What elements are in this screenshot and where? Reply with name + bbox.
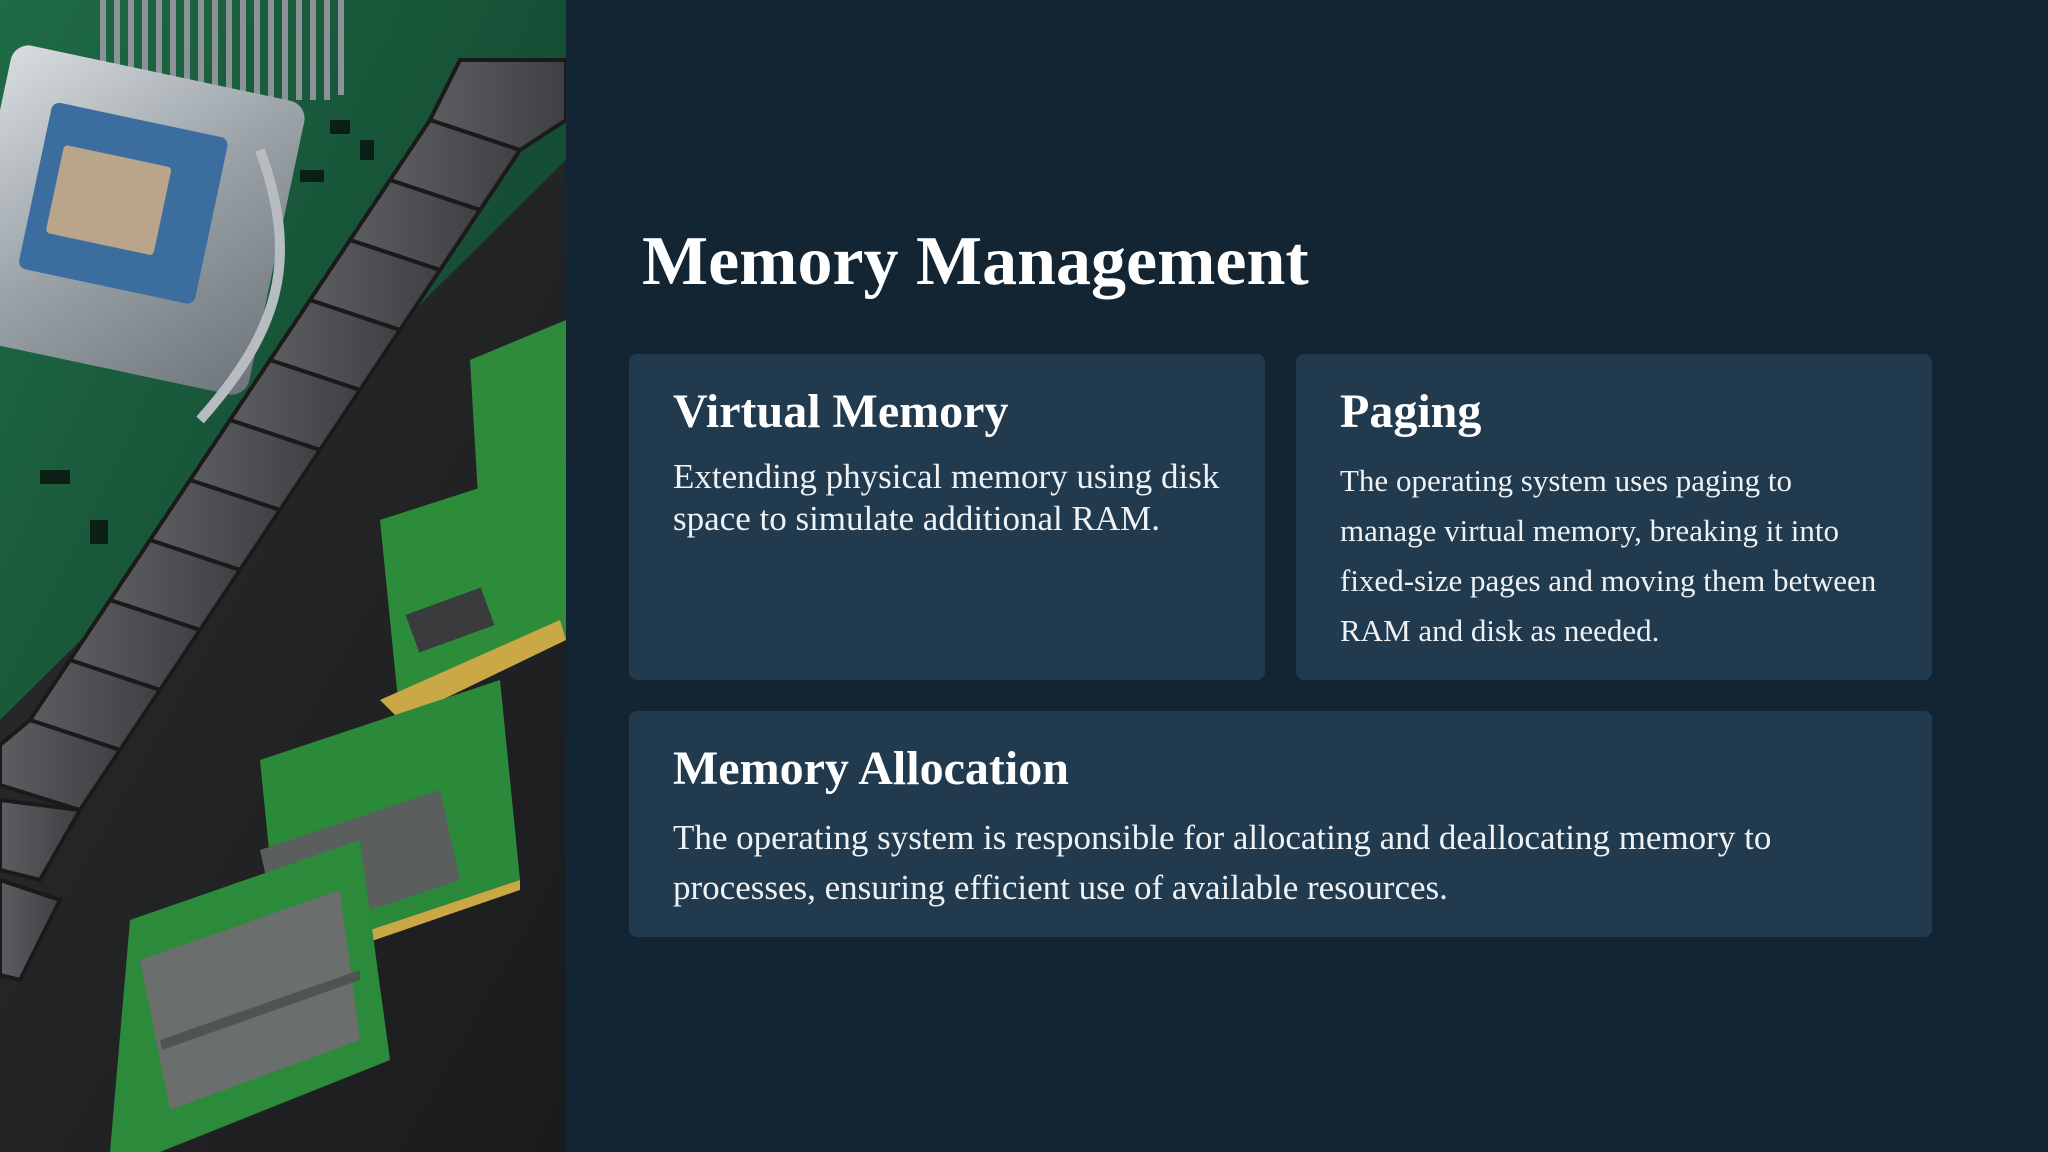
card-body: The operating system uses paging to mana… xyxy=(1340,463,1877,648)
content-area: Memory Management Virtual Memory Extendi… xyxy=(566,0,2048,1152)
motherboard-ram-photo xyxy=(0,0,566,1152)
card-body: The operating system is responsible for … xyxy=(673,818,1772,907)
slide-title: Memory Management xyxy=(642,223,1309,300)
card-heading: Virtual Memory xyxy=(673,385,1009,438)
card-heading: Paging xyxy=(1340,385,1482,438)
card-body: Extending physical memory using disk spa… xyxy=(673,457,1220,538)
memory-allocation-card: Memory Allocation The operating system i… xyxy=(629,711,1932,937)
paging-card: Paging The operating system uses paging … xyxy=(1296,354,1932,680)
card-heading: Memory Allocation xyxy=(673,742,1069,795)
virtual-memory-card: Virtual Memory Extending physical memory… xyxy=(629,354,1265,680)
